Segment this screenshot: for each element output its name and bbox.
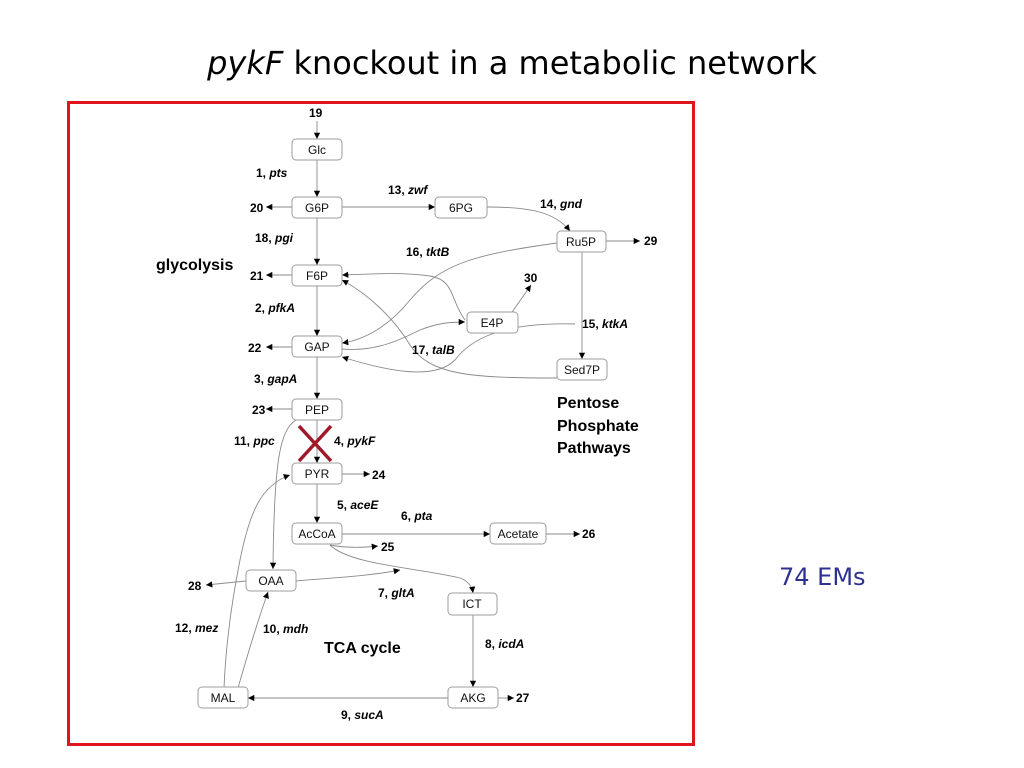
- exchange-24: 24: [372, 468, 386, 482]
- label-r2: 2, pfkA: [255, 301, 295, 315]
- exchange-26: 26: [582, 527, 596, 541]
- node-oaa: OAA: [245, 569, 297, 592]
- label-r16: 16, tktB: [406, 245, 450, 259]
- node-6pg-label: 6PG: [449, 201, 473, 215]
- label-r17: 17, talB: [412, 343, 455, 357]
- exchange-29: 29: [644, 234, 658, 248]
- edge-10: [237, 591, 269, 689]
- label-r12: 12, mez: [175, 621, 218, 635]
- label-r18: 18, pgi: [255, 231, 294, 245]
- node-f6p: F6P: [291, 264, 343, 287]
- node-ru5p: Ru5P: [556, 230, 607, 253]
- label-r5: 5, aceE: [337, 498, 379, 512]
- label-r14: 14, gnd: [540, 197, 583, 211]
- node-ict-label: ICT: [462, 597, 482, 611]
- node-g6p: G6P: [291, 196, 343, 219]
- region-glycolysis: glycolysis: [156, 257, 233, 274]
- label-r10: 10, mdh: [263, 622, 308, 636]
- exchange-20: 20: [250, 201, 264, 215]
- label-r1: 1, pts: [256, 166, 288, 180]
- exchange-27: 27: [516, 691, 530, 705]
- title-text: knockout in a metabolic network: [283, 44, 817, 82]
- label-r13: 13, zwf: [388, 183, 428, 197]
- region-ppp-line1: Pentose: [557, 395, 619, 412]
- edge-25: [329, 543, 379, 550]
- node-glc-label: Glc: [308, 143, 326, 157]
- edge-12: [223, 474, 291, 689]
- knockout-mark: [297, 424, 333, 463]
- node-sed7p: Sed7P: [556, 358, 608, 381]
- node-f6p-label: F6P: [306, 269, 328, 283]
- node-mal-label: MAL: [211, 691, 236, 705]
- edge-16b: [341, 271, 466, 321]
- region-ppp-line3: Pathways: [557, 440, 631, 457]
- node-akg: AKG: [447, 686, 499, 709]
- edge-7: [329, 544, 476, 594]
- node-ru5p-label: Ru5P: [566, 235, 596, 249]
- edge-16: [341, 242, 558, 346]
- edge-17a: [341, 279, 558, 379]
- node-acetate-label: Acetate: [498, 527, 539, 541]
- label-r6: 6, pta: [401, 509, 433, 523]
- label-r15: 15, ktkA: [582, 317, 628, 331]
- exchange-30: 30: [524, 271, 538, 285]
- slide-title: pykF knockout in a metabolic network: [0, 44, 1024, 82]
- node-oaa-label: OAA: [258, 574, 283, 588]
- edge-30: [509, 284, 532, 316]
- label-r4: 4, pykF: [334, 434, 376, 448]
- label-r11: 11, ppc: [234, 434, 275, 448]
- exchange-23: 23: [252, 403, 266, 417]
- edge-15b: [341, 323, 576, 373]
- exchange-28: 28: [188, 579, 202, 593]
- edge-7b: [295, 568, 401, 582]
- label-r3: 3, gapA: [254, 372, 297, 386]
- node-pyr: PYR: [291, 462, 343, 485]
- node-g6p-label: G6P: [305, 201, 329, 215]
- edge-17b: [341, 318, 466, 350]
- node-ict: ICT: [447, 592, 498, 616]
- node-sed7p-label: Sed7P: [564, 363, 600, 377]
- label-r9: 9, sucA: [341, 708, 384, 722]
- node-akg-label: AKG: [460, 691, 485, 705]
- edge-28: [205, 580, 247, 588]
- edge-11: [269, 419, 297, 570]
- node-mal: MAL: [197, 686, 249, 709]
- node-acetate: Acetate: [489, 522, 547, 545]
- node-e4p: E4P: [466, 311, 519, 334]
- node-glc: Glc: [291, 138, 343, 161]
- exchange-labels: 19 20 21 22 23 24 25 26 27 28 29 30: [188, 106, 658, 705]
- node-6pg: 6PG: [434, 196, 488, 219]
- exchange-19: 19: [309, 106, 323, 120]
- region-ppp-line2: Phosphate: [557, 418, 639, 435]
- label-r8: 8, icdA: [485, 637, 524, 651]
- node-accoa-label: AcCoA: [298, 527, 335, 541]
- edge-14: [486, 206, 571, 232]
- node-gap: GAP: [291, 335, 343, 358]
- region-tca: TCA cycle: [324, 640, 401, 657]
- network-frame: [67, 101, 695, 746]
- reaction-labels: 1, pts 2, pfkA 3, gapA 4, pykF 5, aceE 6…: [175, 166, 628, 722]
- node-accoa: AcCoA: [291, 522, 343, 545]
- label-r7: 7, gltA: [378, 586, 415, 600]
- reaction-edges: [205, 121, 640, 702]
- node-pyr-label: PYR: [305, 467, 330, 481]
- node-pep-label: PEP: [305, 403, 329, 417]
- node-gap-label: GAP: [304, 340, 329, 354]
- node-pep: PEP: [291, 398, 343, 421]
- em-count-label: 74 EMs: [779, 563, 866, 591]
- exchange-21: 21: [250, 269, 264, 283]
- exchange-22: 22: [248, 341, 262, 355]
- title-gene: pykF: [207, 44, 284, 82]
- exchange-25: 25: [381, 540, 395, 554]
- node-e4p-label: E4P: [481, 316, 504, 330]
